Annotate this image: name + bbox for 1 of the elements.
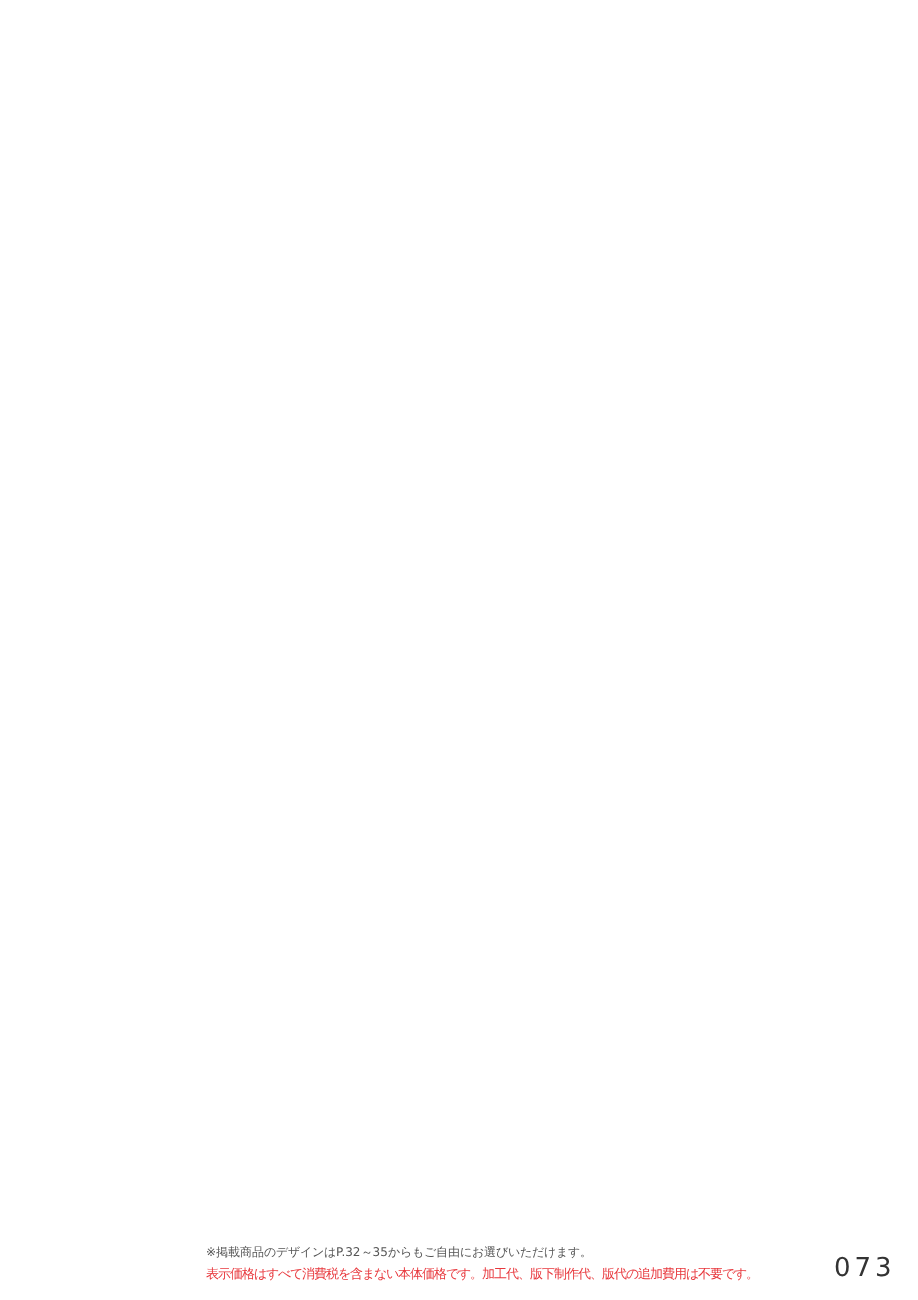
page-number: 073 — [834, 1254, 896, 1284]
